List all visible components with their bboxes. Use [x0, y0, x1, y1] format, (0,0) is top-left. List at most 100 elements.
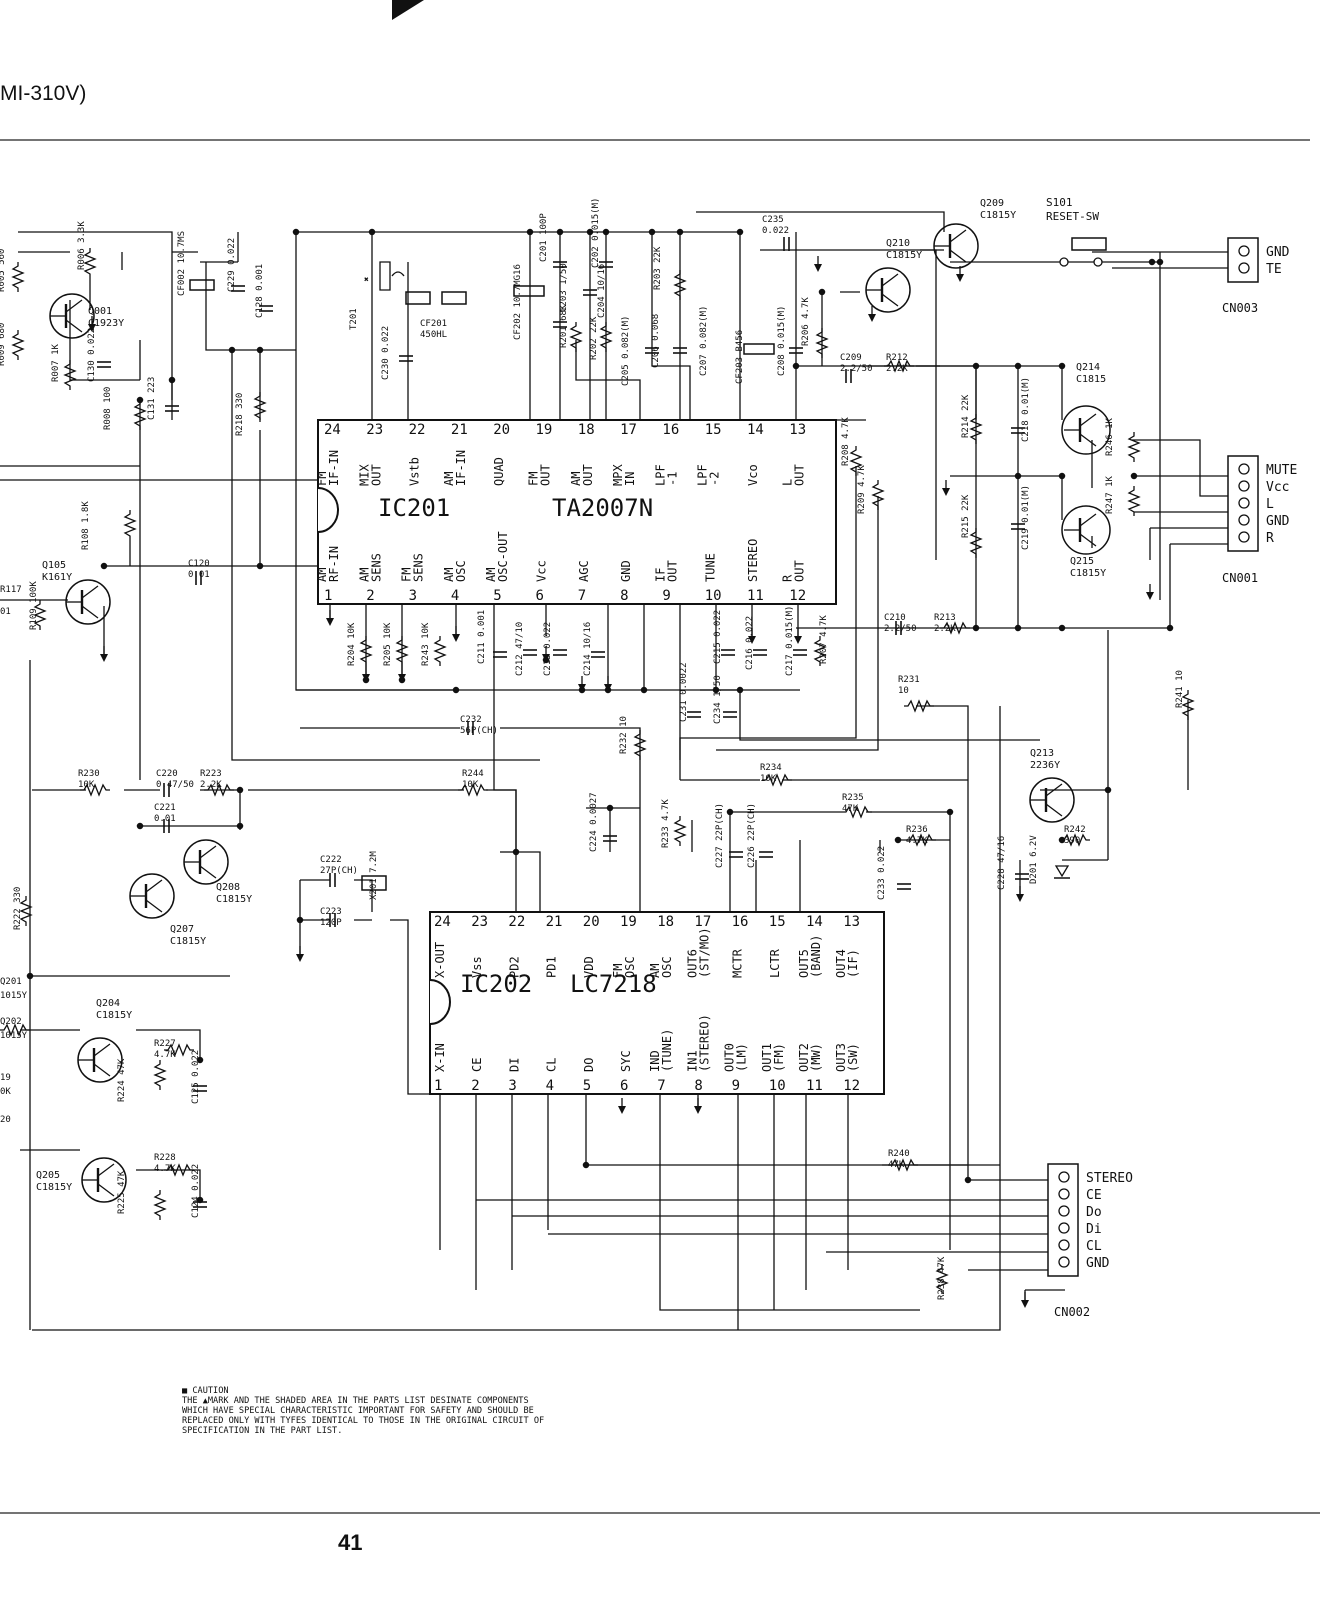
ic201-pin-label: TUNE — [704, 553, 718, 582]
wire — [248, 789, 541, 912]
capacitor-vertical — [897, 883, 911, 890]
wire-junction — [818, 288, 826, 296]
ic202-pin-number: 7 — [657, 1078, 665, 1094]
connector-pin-label: GND — [1086, 1256, 1110, 1271]
ic201-pin-label: AMOSC-OUT — [484, 531, 510, 582]
component-ref: C222 — [320, 855, 342, 865]
connector-ref: CN001 — [1222, 571, 1258, 585]
wire-junction — [676, 228, 684, 236]
transistor-ref: Q204 — [96, 998, 120, 1009]
component-value: 2.2/50 — [840, 364, 873, 374]
connector-pin-label: MUTE — [1266, 463, 1297, 478]
ic202-pin-number: 11 — [806, 1078, 823, 1094]
component-value: 0.022 — [762, 226, 789, 236]
wire-junction — [526, 228, 534, 236]
resistor-vertical — [11, 330, 25, 360]
ic201-pin-label: FMOUT — [527, 464, 553, 486]
ic201-pin-label: Vcc — [535, 560, 549, 582]
ground-arrow — [604, 676, 612, 692]
resistor-horizontal — [940, 621, 970, 635]
transistor-ref: Q205 — [36, 1170, 60, 1181]
component-value: 47K — [842, 804, 859, 814]
resistor-vertical — [815, 328, 829, 358]
transistor-ref: Q208 — [216, 882, 240, 893]
component-value: 0.47/50 — [156, 780, 194, 790]
wire-junction — [946, 808, 954, 816]
ground-arrow — [1146, 584, 1154, 600]
ic201-pin-label: Vco — [746, 464, 760, 486]
component-label: R215 22K — [961, 494, 971, 538]
component-value: 2.2K — [886, 364, 908, 374]
wire-junction — [1130, 472, 1138, 480]
component-value: 2.2/50 — [884, 624, 917, 634]
page-number: 41 — [338, 1530, 363, 1555]
component-label: C229 0.022 — [227, 238, 237, 292]
resistor-horizontal — [762, 773, 792, 787]
component-label: C203 1/50 — [559, 263, 569, 312]
component-label: C201 100P — [539, 213, 549, 262]
component-label: R243 10K — [421, 622, 431, 666]
connector-pin-label: L — [1266, 497, 1274, 512]
resistor-vertical — [1127, 432, 1141, 462]
wire-junction — [556, 228, 564, 236]
wire-junction — [100, 562, 108, 570]
component-label: C233 0.022 — [877, 846, 887, 900]
ic202-body — [429, 911, 885, 1095]
capacitor-vertical — [553, 261, 567, 268]
component-label: R108 1.8K — [81, 501, 91, 550]
ic201-pin-label: QUAD — [492, 457, 506, 486]
transistor-q213 — [1029, 777, 1075, 823]
wire — [493, 604, 517, 912]
wire — [920, 249, 937, 560]
transistor-q208 — [183, 839, 229, 885]
resistor-vertical — [123, 510, 137, 540]
resistor-vertical — [133, 400, 147, 430]
ic201-pin-label: STEREO — [746, 539, 760, 582]
ic201-pin-number: 9 — [662, 588, 670, 604]
ic202-pin-label: OUT2(MW) — [797, 1043, 823, 1072]
capacitor-vertical — [1011, 523, 1025, 530]
component-label: R007 1K — [51, 343, 61, 382]
edge-fragment-label: 20 — [0, 1115, 11, 1125]
capacitor-horizontal — [163, 783, 170, 797]
component-label: R206 4.7K — [801, 297, 811, 346]
component-label: R241 10 — [1175, 670, 1185, 708]
capacitor-vertical — [553, 321, 567, 328]
connector-pin — [1058, 1239, 1070, 1251]
resistor-vertical — [33, 600, 47, 630]
component-label: CF202 10.7MG16 — [513, 264, 523, 340]
connector-pin-label: STEREO — [1086, 1171, 1133, 1186]
zener-diode-d201 — [1054, 865, 1070, 879]
wire-junction — [236, 822, 244, 830]
component-label: C130 0.022 — [87, 328, 97, 382]
component-label: X201 7.2M — [369, 851, 379, 900]
wire-junction — [792, 362, 800, 370]
ic201-pin-label: FMIF-IN — [315, 450, 341, 486]
wire-junction — [512, 848, 520, 856]
wire-junction — [712, 686, 720, 694]
component-value: 10K — [760, 774, 777, 784]
component-ref: C232 — [460, 715, 482, 725]
ic202-pin-label: OUT0(LM) — [723, 1043, 749, 1072]
ic201-pin-label: AMOUT — [569, 464, 595, 486]
component-label: C212 47/10 — [515, 622, 525, 676]
ceramic-filter-cf201-a — [405, 291, 431, 305]
wire — [1149, 527, 1230, 560]
ic202-pin-label: PD2 — [507, 956, 521, 978]
ic201-pin-number: 12 — [789, 588, 806, 604]
ground-arrow — [326, 610, 334, 626]
ic202-pin-label: DI — [507, 1058, 521, 1072]
component-value: 27P(CH) — [320, 866, 358, 876]
caution-line: WHICH HAVE SPECIAL CHARACTERISTIC IMPORT… — [182, 1406, 534, 1416]
component-ref: C235 — [762, 215, 784, 225]
resistor-horizontal — [204, 783, 234, 797]
caution-title: CAUTION — [192, 1386, 229, 1396]
ic202-pin-number: 22 — [508, 914, 525, 930]
component-value: 4.7K — [154, 1164, 176, 1174]
capacitor-horizontal — [329, 873, 336, 887]
ic201-pin-number: 15 — [705, 422, 722, 438]
wire-junction — [726, 808, 734, 816]
transistor-ref: Q215 — [1070, 556, 1094, 567]
